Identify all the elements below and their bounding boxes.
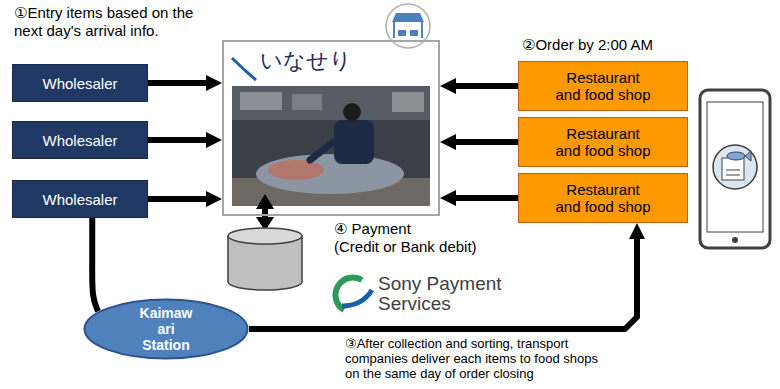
tablet-button — [732, 237, 738, 243]
tablet-screen — [707, 102, 763, 232]
flow-arrow — [450, 83, 518, 89]
node-text: Restaurant and food shop — [555, 181, 650, 215]
flow-arrow — [148, 196, 212, 202]
flow-arrow — [148, 137, 212, 143]
payment-logo — [336, 278, 372, 310]
restaurant-box: Restaurant and food shop — [518, 61, 688, 111]
node-text: Wholesaler — [42, 191, 117, 208]
order-sheet — [722, 158, 744, 180]
person-head — [343, 103, 361, 121]
node-text: Restaurant and food shop — [555, 125, 650, 159]
market-post — [393, 22, 395, 38]
flow-arrow — [450, 139, 518, 145]
auction-photo — [232, 86, 430, 206]
step-note: ①Entry items based on the next day's arr… — [14, 4, 193, 40]
order-icon — [713, 145, 757, 189]
arrow-head — [256, 194, 274, 209]
photo-ground — [232, 86, 430, 206]
fish-body — [727, 152, 745, 160]
node-text: いなせり — [260, 48, 352, 73]
restaurant-box: Restaurant and food shop — [518, 117, 688, 167]
node-text: Wholesaler — [42, 132, 117, 149]
node-text: Wholesaler — [42, 75, 117, 92]
photo-background — [232, 86, 430, 120]
market-awning — [392, 13, 424, 22]
tablet-icon — [700, 90, 770, 248]
step-note: ②Order by 2:00 AM — [522, 36, 653, 54]
pickup-line — [92, 218, 98, 311]
station-shape — [85, 300, 248, 359]
photo-stall — [240, 92, 282, 110]
node-text: Restaurant and food shop — [555, 69, 650, 103]
photo-stall — [392, 92, 424, 112]
person-arm — [310, 140, 336, 160]
flow-arrow — [450, 195, 518, 201]
database-top — [228, 228, 302, 244]
order-line — [726, 175, 740, 176]
node-text: Kaimaw ari Station — [140, 305, 193, 353]
flow-arrow — [148, 80, 212, 86]
market-platform-box: いなせり — [222, 40, 440, 216]
company-logo-text: Sony Payment Services — [378, 274, 502, 314]
fish-crate — [410, 30, 418, 36]
order-line — [726, 170, 740, 171]
market-post — [421, 22, 423, 38]
tuna-cut — [268, 160, 324, 180]
tuna — [256, 154, 404, 194]
photo-stall — [292, 94, 322, 110]
wholesaler-box: Wholesaler — [12, 64, 148, 102]
station-ellipse: Kaimaw ari Station — [83, 298, 249, 360]
restaurant-box: Restaurant and food shop — [518, 173, 688, 223]
logo-arc — [342, 290, 372, 306]
step-note: ④ Payment (Credit or Bank debit) — [334, 220, 477, 256]
wholesaler-box: Wholesaler — [12, 180, 148, 218]
tablet-body — [700, 90, 770, 248]
step-note: ③After collection and sorting, transport… — [345, 336, 598, 381]
person-body — [334, 120, 374, 164]
fish-crate — [398, 30, 406, 36]
logo-swoosh — [232, 58, 256, 80]
fish-tail — [745, 151, 751, 161]
wholesaler-box: Wholesaler — [12, 121, 148, 159]
